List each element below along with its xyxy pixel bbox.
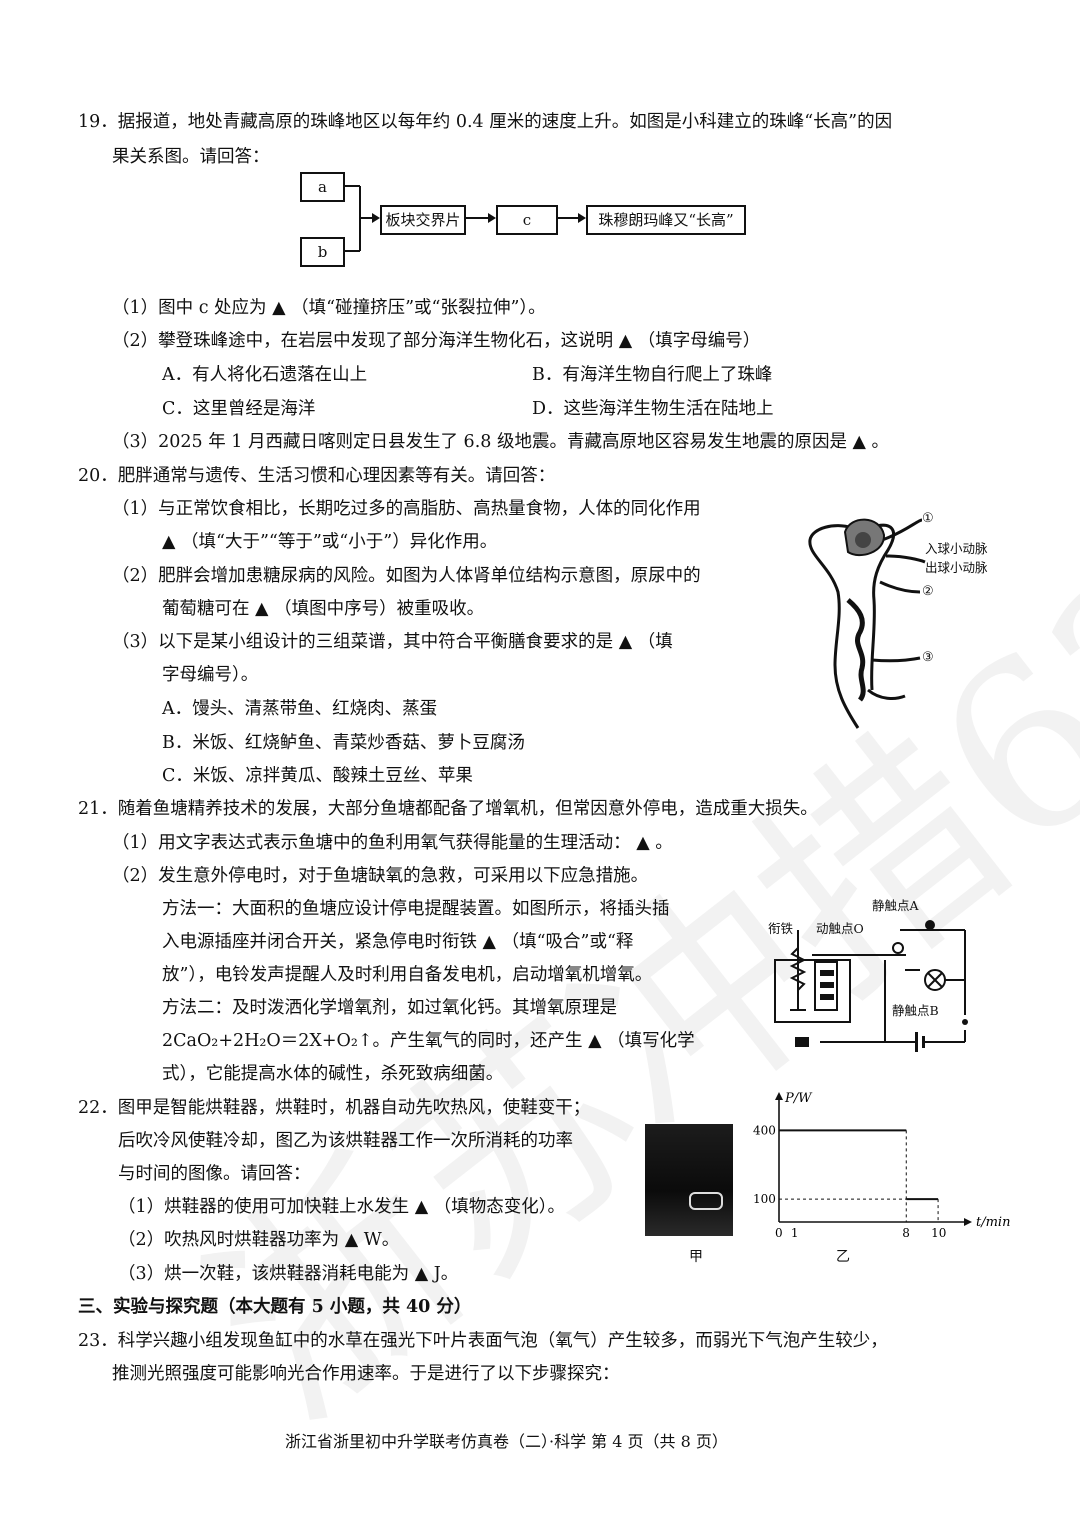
relay-circuit-figure: [774, 920, 968, 1052]
q23-stem-line2: 推测光照强度可能影响光合作用速率。于是进行了以下步骤探究：: [112, 1364, 620, 1384]
x-tick-label: 1: [791, 1226, 799, 1240]
q20-option-c: C．米饭、凉拌黄瓜、酸辣土豆丝、苹果: [162, 766, 473, 786]
q20-part1-line2: ▲ （填“大于”“等于”或“小于”）异化作用。: [162, 532, 498, 552]
q19-option-b: B．有海洋生物自行爬上了珠峰: [532, 365, 773, 385]
q21-stem: 21．随着鱼塘精养技术的发展，大部分鱼塘都配备了增氧机，但常因意外停电，造成重大…: [78, 799, 818, 819]
y-axis-arrow: [775, 1092, 783, 1100]
nephron-label-inlet: 入球小动脉: [925, 541, 988, 556]
q22-part2: （2）吹热风时烘鞋器功率为 ▲ W。: [118, 1230, 400, 1250]
q20-option-b: B．米饭、红烧鲈鱼、青菜炒香菇、萝卜豆腐汤: [162, 733, 525, 753]
diagram-box-result: 珠穆朗玛峰又“长高”: [586, 205, 746, 235]
q21-method1-line2: 入电源插座并闭合开关，紧急停电时衔铁 ▲ （填“吸合”或“释: [162, 932, 634, 952]
q20-part2-line2: 葡萄糖可在 ▲ （填图中序号）被重吸收。: [162, 599, 485, 619]
y-axis-label: P/W: [784, 1091, 813, 1106]
x-tick-label: 8: [902, 1226, 910, 1240]
q21-method2-line3: 式），它能提高水体的碱性，杀死致病细菌。: [162, 1064, 504, 1084]
q19-option-a: A．有人将化石遗落在山上: [162, 365, 368, 385]
nephron-label-3: ③: [922, 650, 934, 665]
q23-stem-line1: 23．科学兴趣小组发现鱼缸中的水草在强光下叶片表面气泡（氧气）产生较多，而弱光下…: [78, 1331, 888, 1351]
q19-part3: （3）2025 年 1 月西藏日喀则定日县发生了 6.8 级地震。青藏高原地区容…: [112, 432, 890, 452]
q19-stem-line1: 19．据报道，地处青藏高原的珠峰地区以每年约 0.4 厘米的速度上升。如图是小科…: [78, 112, 893, 132]
relay-label-moving-contact: 动触点O: [816, 921, 864, 936]
x-tick-label: 10: [931, 1226, 946, 1240]
q19-cause-effect-diagram: [345, 185, 586, 252]
q19-option-c: C．这里曾经是海洋: [162, 399, 316, 419]
q20-part1-line1: （1）与正常饮食相比，长期吃过多的高脂肪、高热量食物，人体的同化作用: [112, 499, 701, 519]
q22-stem-line1: 22．图甲是智能烘鞋器，烘鞋时，机器自动先吹热风，使鞋变干；: [78, 1098, 591, 1118]
chart-label-yi: 乙: [836, 1249, 850, 1265]
section-3-heading: 三、实验与探究题（本大题有 5 小题，共 40 分）: [78, 1297, 472, 1317]
nephron-label-1: ①: [922, 511, 934, 526]
nephron-figure: [808, 518, 926, 729]
q20-part3-line2: 字母编号）。: [162, 665, 259, 685]
y-tick-label: 400: [753, 1123, 776, 1137]
q21-part1: （1）用文字表达式表示鱼塘中的鱼利用氧气获得能量的生理活动： ▲ 。: [112, 833, 673, 853]
q20-part3-line1: （3）以下是某小组设计的三组菜谱，其中符合平衡膳食要求的是 ▲ （填: [112, 632, 673, 652]
q20-part2-line1: （2）肥胖会增加患糖尿病的风险。如图为人体肾单位结构示意图，原尿中的: [112, 566, 701, 586]
diagram-box-plate-boundary: 板块交界片: [380, 205, 466, 235]
diagram-box-c: c: [496, 205, 558, 235]
q22-stem-line3: 与时间的图像。请回答：: [118, 1164, 311, 1184]
x-tick-label: 0: [775, 1226, 783, 1240]
relay-label-static-b: 静触点B: [892, 1003, 939, 1018]
q21-method2-line1: 方法二：及时泼洒化学增氧剂，如过氧化钙。其增氧原理是: [162, 998, 617, 1018]
q19-option-d: D．这些海洋生物生活在陆地上: [532, 399, 774, 419]
q20-option-a: A．馒头、清蒸带鱼、红烧肉、蒸蛋: [162, 699, 438, 719]
q21-method1-line3: 放”），电铃发声提醒人及时利用自备发电机，启动增氧机增氧。: [162, 965, 653, 985]
q20-stem: 20．肥胖通常与遗传、生活习惯和心理因素等有关。请回答：: [78, 466, 556, 486]
photo-label-jia: 甲: [689, 1249, 703, 1265]
q22-part3: （3）烘一次鞋，该烘鞋器消耗电能为 ▲ J。: [118, 1264, 459, 1284]
q21-method1-line1: 方法一：大面积的鱼塘应设计停电提醒装置。如图所示，将插头插: [162, 899, 670, 919]
relay-label-armature: 衔铁: [768, 921, 794, 936]
nephron-label-outlet: 出球小动脉: [925, 560, 988, 575]
y-tick-label: 100: [753, 1192, 776, 1206]
x-axis-arrow: [964, 1218, 972, 1226]
diagram-box-a: a: [300, 172, 345, 202]
shoe-dryer-photo: [645, 1124, 733, 1236]
q19-part2: （2）攀登珠峰途中，在岩层中发现了部分海洋生物化石，这说明 ▲ （填字母编号）: [112, 331, 761, 351]
q21-part2: （2）发生意外停电时，对于鱼塘缺氧的急救，可采用以下应急措施。: [112, 866, 649, 886]
page-footer: 浙江省浙里初中升学联考仿真卷（二）·科学 第 4 页（共 8 页）: [285, 1432, 728, 1451]
q21-method2-line2: 2CaO₂+2H₂O＝2X+O₂↑。产生氧气的同时，还产生 ▲ （填写化学: [162, 1031, 695, 1051]
relay-label-static-a: 静触点A: [872, 898, 919, 913]
q19-part1: （1）图中 c 处应为 ▲ （填“碰撞挤压”或“张裂拉伸”）。: [112, 298, 546, 318]
q22-part1: （1）烘鞋器的使用可加快鞋上水发生 ▲ （填物态变化）。: [118, 1197, 565, 1217]
q19-stem-line2: 果关系图。请回答：: [112, 147, 270, 167]
x-axis-label: t/min: [976, 1215, 1010, 1230]
q22-stem-line2: 后吹冷风使鞋冷却，图乙为该烘鞋器工作一次所消耗的功率: [118, 1131, 573, 1151]
nephron-label-2: ②: [922, 584, 934, 599]
diagram-box-b: b: [300, 237, 345, 267]
